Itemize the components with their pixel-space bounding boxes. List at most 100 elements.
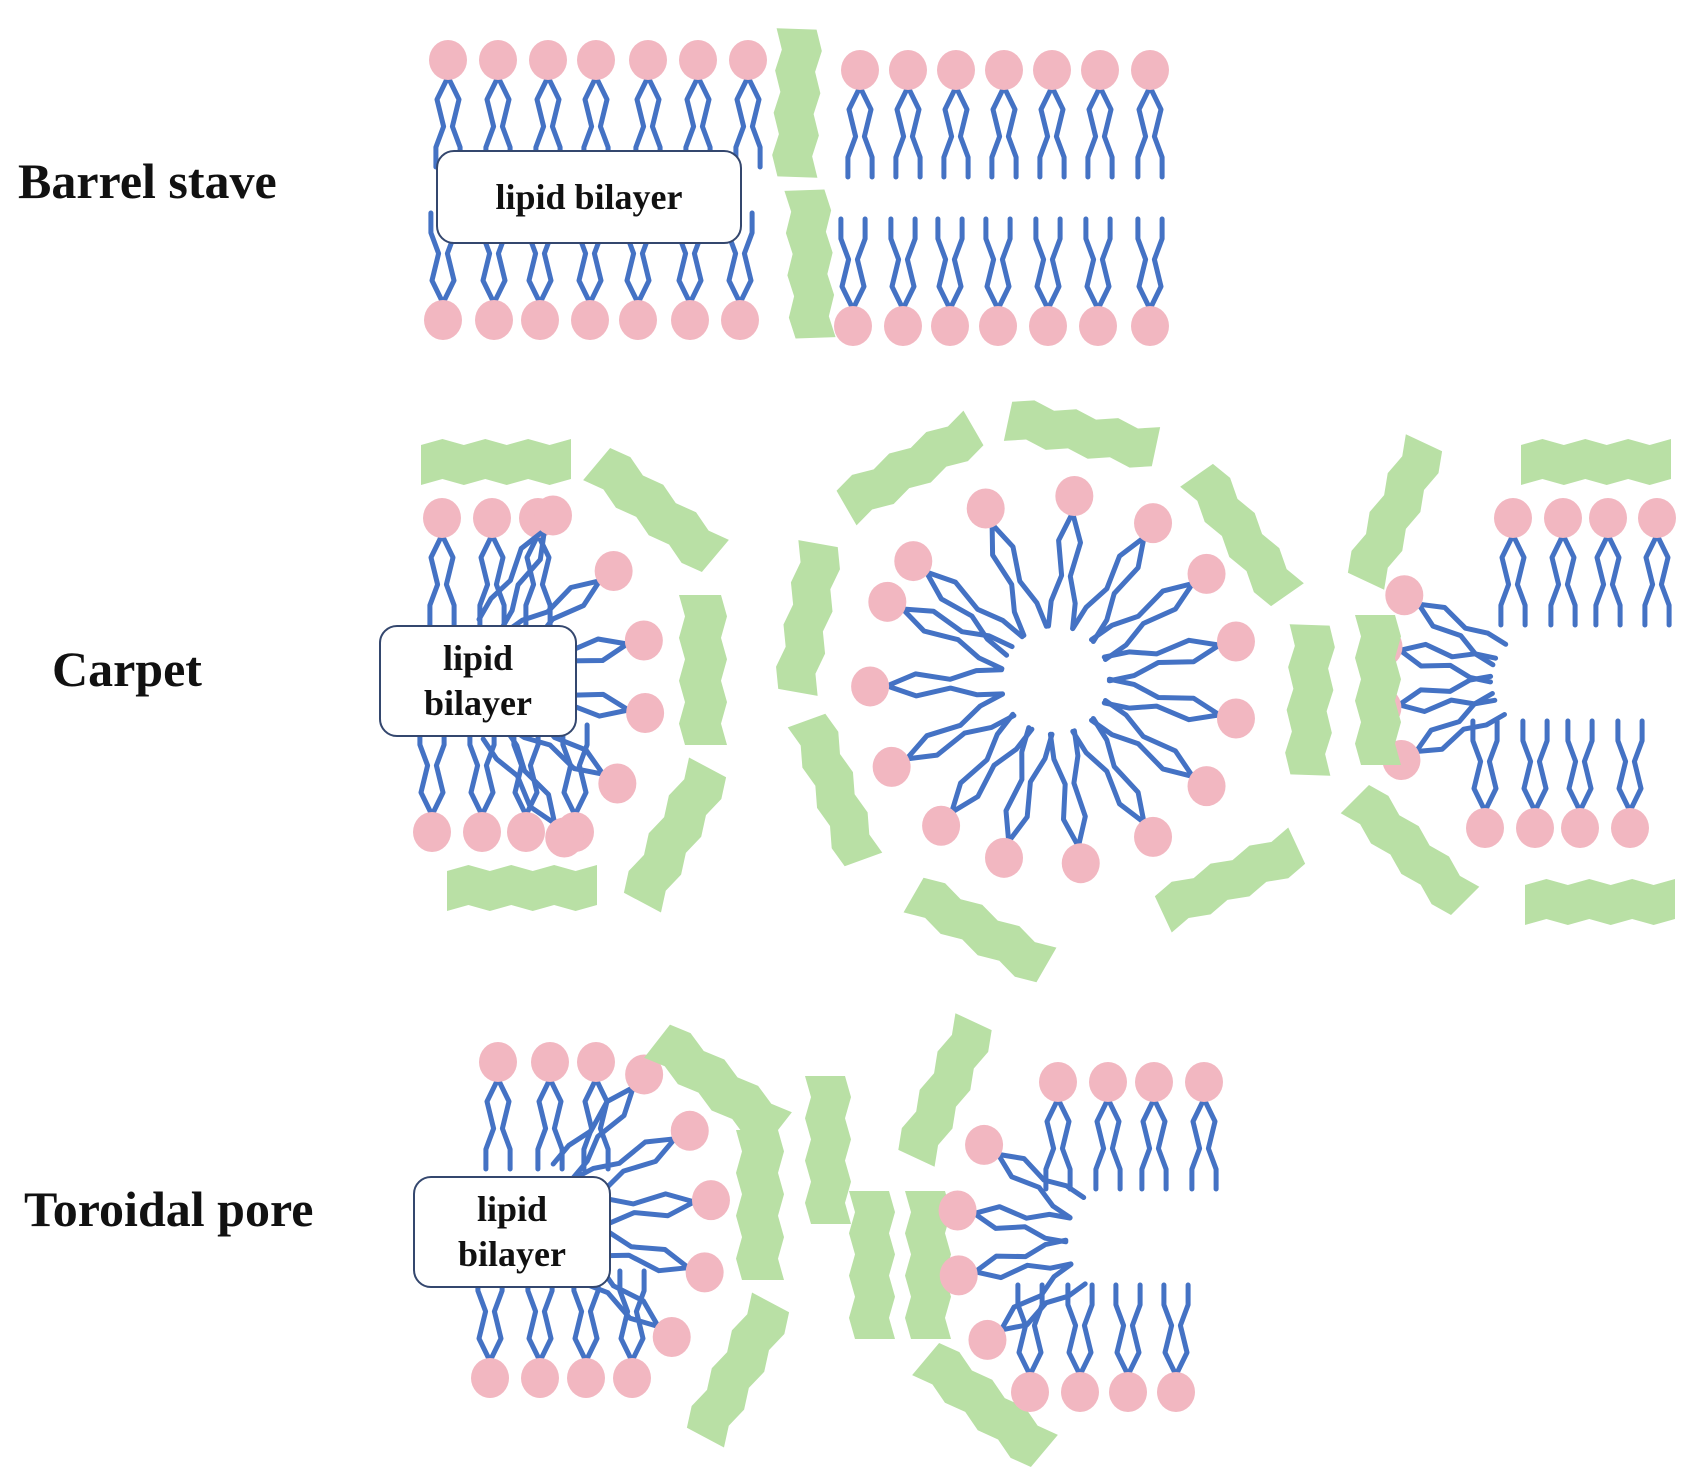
lipid-tail (884, 683, 1005, 699)
lipid-tail (497, 527, 547, 634)
lipid-tail (476, 527, 547, 622)
lipid-tail (949, 711, 1016, 815)
lipid-tail (1095, 216, 1113, 312)
lipid-tail (617, 1268, 635, 1364)
lipid (729, 40, 767, 170)
lipid-tail (1077, 1282, 1095, 1378)
lipid-tail (972, 1261, 1074, 1281)
lipid-tail (989, 521, 1027, 638)
lipid-tail (479, 722, 497, 818)
lipid-tail (1135, 84, 1153, 180)
peptide (736, 1130, 784, 1280)
lipid-head (507, 812, 545, 852)
lipid (463, 722, 501, 852)
lipid-head (985, 837, 1024, 878)
lipid-tail (569, 1136, 678, 1183)
lipid (1089, 698, 1226, 807)
lipid (679, 40, 717, 170)
lipid (577, 40, 615, 170)
lipid-head (1089, 1062, 1127, 1102)
lipid-head (624, 620, 663, 661)
lipid-tail (1593, 532, 1611, 628)
callout-lipid-bilayer-carpet: lipid bilayer (379, 625, 577, 737)
lipid-tail (904, 713, 1017, 762)
lipid-head (851, 666, 890, 707)
peptide (836, 410, 984, 526)
lipid (872, 691, 1017, 787)
lipid-tail (1093, 1096, 1111, 1192)
label-carpet: Carpet (52, 641, 202, 697)
lipid-tail (477, 532, 495, 628)
lipid-head (521, 300, 559, 340)
lipid (851, 666, 1005, 707)
lipid-head (534, 495, 572, 536)
lipid-head (567, 1358, 605, 1398)
peptide (1340, 784, 1480, 916)
lipid-tail (935, 216, 953, 312)
lipid-head (1134, 503, 1173, 544)
peptide (644, 1024, 792, 1146)
lipid (985, 50, 1023, 180)
peptide (1521, 439, 1671, 485)
lipid-tail (884, 667, 1005, 689)
lipid-tail (923, 569, 1025, 640)
lipid-head (577, 40, 615, 80)
lipid-tail (1001, 84, 1019, 180)
peptide (905, 1191, 951, 1339)
lipid-tail (972, 1237, 1069, 1275)
lipid-head (671, 300, 709, 340)
lipid-head (691, 1180, 730, 1221)
lipid-head (479, 1042, 517, 1082)
lipid-tail (417, 722, 435, 818)
lipid (965, 1124, 1087, 1221)
peptide (447, 865, 597, 911)
label-toroidal-pore: Toroidal pore (24, 1181, 314, 1237)
lipid (1611, 718, 1649, 848)
lipid-head (1185, 1062, 1223, 1102)
lipid-tail (1101, 700, 1222, 723)
lipid-head (619, 300, 657, 340)
lipid (1516, 718, 1554, 848)
lipid-head (1187, 766, 1226, 807)
lipid-tail (1045, 216, 1063, 312)
lipid (1589, 498, 1627, 628)
peptide (1355, 615, 1401, 765)
lipid-tail (433, 74, 451, 170)
lipid-tail (1055, 1096, 1073, 1192)
peptide (784, 189, 836, 339)
lipid-tail (1605, 532, 1623, 628)
lipid (521, 1268, 559, 1398)
lipid-tail (1151, 1096, 1169, 1192)
peptide (679, 595, 727, 745)
peptide (1003, 400, 1161, 468)
lipid-head (1131, 50, 1169, 90)
lipid-head (985, 50, 1023, 90)
lipid-tail (1085, 84, 1103, 180)
lipid-tail (971, 1210, 1069, 1245)
peptide (583, 448, 729, 572)
lipid-head (966, 488, 1005, 529)
lipid (1561, 718, 1599, 848)
peptide (686, 1292, 790, 1448)
lipid-tail (535, 1076, 553, 1172)
lipid-head (1039, 1062, 1077, 1102)
lipid-tail (489, 532, 507, 628)
lipid-tail (845, 84, 863, 180)
lipid-head (889, 50, 927, 90)
peptide (1180, 463, 1304, 607)
lipid (577, 1042, 615, 1172)
lipid-head (652, 1316, 691, 1357)
peptide (849, 1191, 895, 1339)
peptide (623, 757, 727, 913)
lipid (985, 725, 1055, 878)
lipid-tail (1627, 718, 1645, 814)
lipid (1109, 1282, 1147, 1412)
lipid-tail (989, 84, 1007, 180)
lipid (424, 210, 462, 340)
lipid-tail (995, 1151, 1073, 1221)
lipid-head (571, 300, 609, 340)
lipid-tail (850, 216, 868, 312)
lipid-head (1494, 498, 1532, 538)
